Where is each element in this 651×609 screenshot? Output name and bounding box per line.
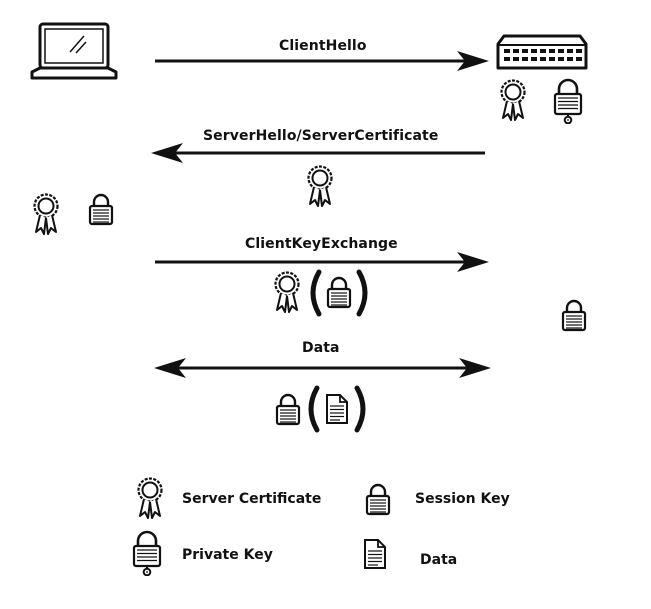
server-icon — [496, 34, 588, 74]
client-key-exchange-label: ClientKeyExchange — [245, 236, 398, 252]
data-arrow — [154, 358, 491, 378]
server-hello-label: ServerHello/ServerCertificate — [203, 128, 439, 144]
server-certificate-icon — [498, 78, 528, 122]
certificate-in-transit-icon — [305, 164, 335, 208]
server-session-key-icon — [561, 298, 587, 332]
data-session-key-icon — [275, 392, 301, 426]
legend-document-icon — [363, 538, 387, 570]
legend-private-key-icon — [132, 530, 162, 576]
client-key-exchange-arrow — [155, 252, 489, 272]
encrypted-data-group — [306, 384, 368, 434]
encrypted-session-key-group — [308, 268, 370, 318]
legend-session-key-icon — [365, 482, 391, 516]
legend-server-certificate-label: Server Certificate — [182, 491, 322, 507]
encrypting-certificate-icon — [272, 270, 302, 314]
private-key-icon — [553, 78, 583, 124]
legend-private-key-label: Private Key — [182, 547, 273, 563]
client-hello-label: ClientHello — [279, 38, 367, 54]
client-session-key-icon — [88, 192, 114, 226]
data-label: Data — [302, 340, 340, 356]
legend-data-label: Data — [420, 552, 458, 568]
server-hello-arrow — [151, 143, 485, 163]
legend-certificate-icon — [135, 476, 165, 520]
laptop-icon — [30, 22, 120, 82]
client-hello-arrow — [155, 51, 489, 71]
client-certificate-icon — [31, 192, 61, 236]
legend-session-key-label: Session Key — [415, 491, 510, 507]
